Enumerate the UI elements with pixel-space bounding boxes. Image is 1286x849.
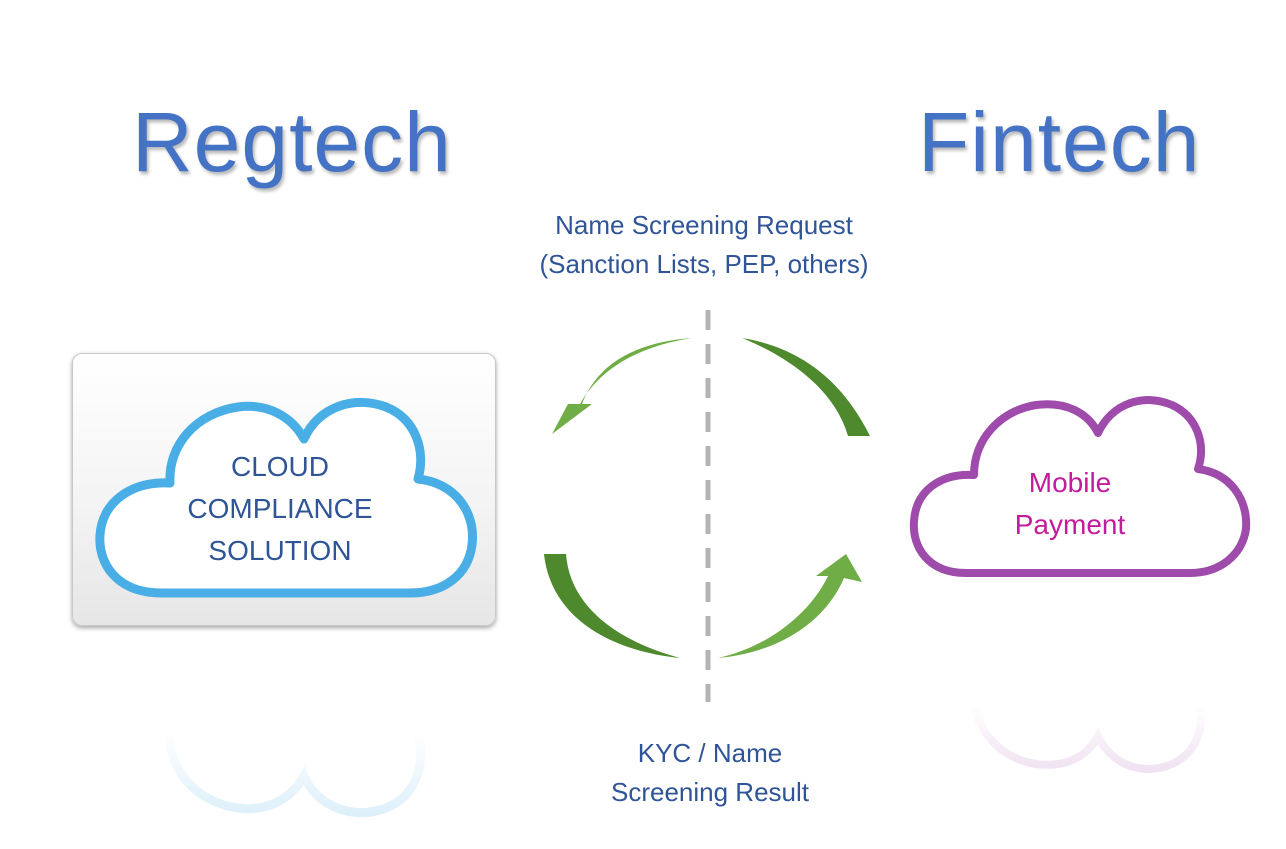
result-caption-line1: KYC / Name — [637, 738, 783, 768]
mobile-payment-label: Mobile Payment — [950, 462, 1190, 546]
regtech-heading: Regtech — [132, 95, 452, 189]
right-cloud-line1: Mobile — [1028, 467, 1112, 498]
result-caption-line2: Screening Result — [611, 777, 809, 807]
request-caption-line2: (Sanction Lists, PEP, others) — [539, 249, 869, 279]
result-caption: KYC / Name Screening Result — [540, 734, 880, 812]
result-arrow-left — [544, 554, 680, 658]
result-arrow-right — [718, 554, 862, 658]
left-cloud-line3: SOLUTION — [208, 535, 352, 566]
request-caption: Name Screening Request (Sanction Lists, … — [504, 206, 904, 284]
cloud-compliance-label: CLOUD COMPLIANCE SOLUTION — [140, 446, 420, 572]
right-cloud-reflection — [909, 592, 1251, 773]
cloud-icon — [95, 397, 477, 598]
request-caption-line1: Name Screening Request — [555, 210, 853, 240]
left-cloud-line1: CLOUD — [230, 451, 329, 482]
request-arrow-right — [742, 338, 870, 436]
exchange-arrows — [544, 310, 870, 702]
fintech-heading: Fintech — [918, 95, 1201, 189]
cloud-icon — [909, 396, 1251, 577]
request-arrow-left — [552, 338, 692, 434]
right-cloud-line2: Payment — [1014, 509, 1126, 540]
left-cloud-reflection — [95, 617, 477, 818]
left-cloud-line2: COMPLIANCE — [187, 493, 373, 524]
